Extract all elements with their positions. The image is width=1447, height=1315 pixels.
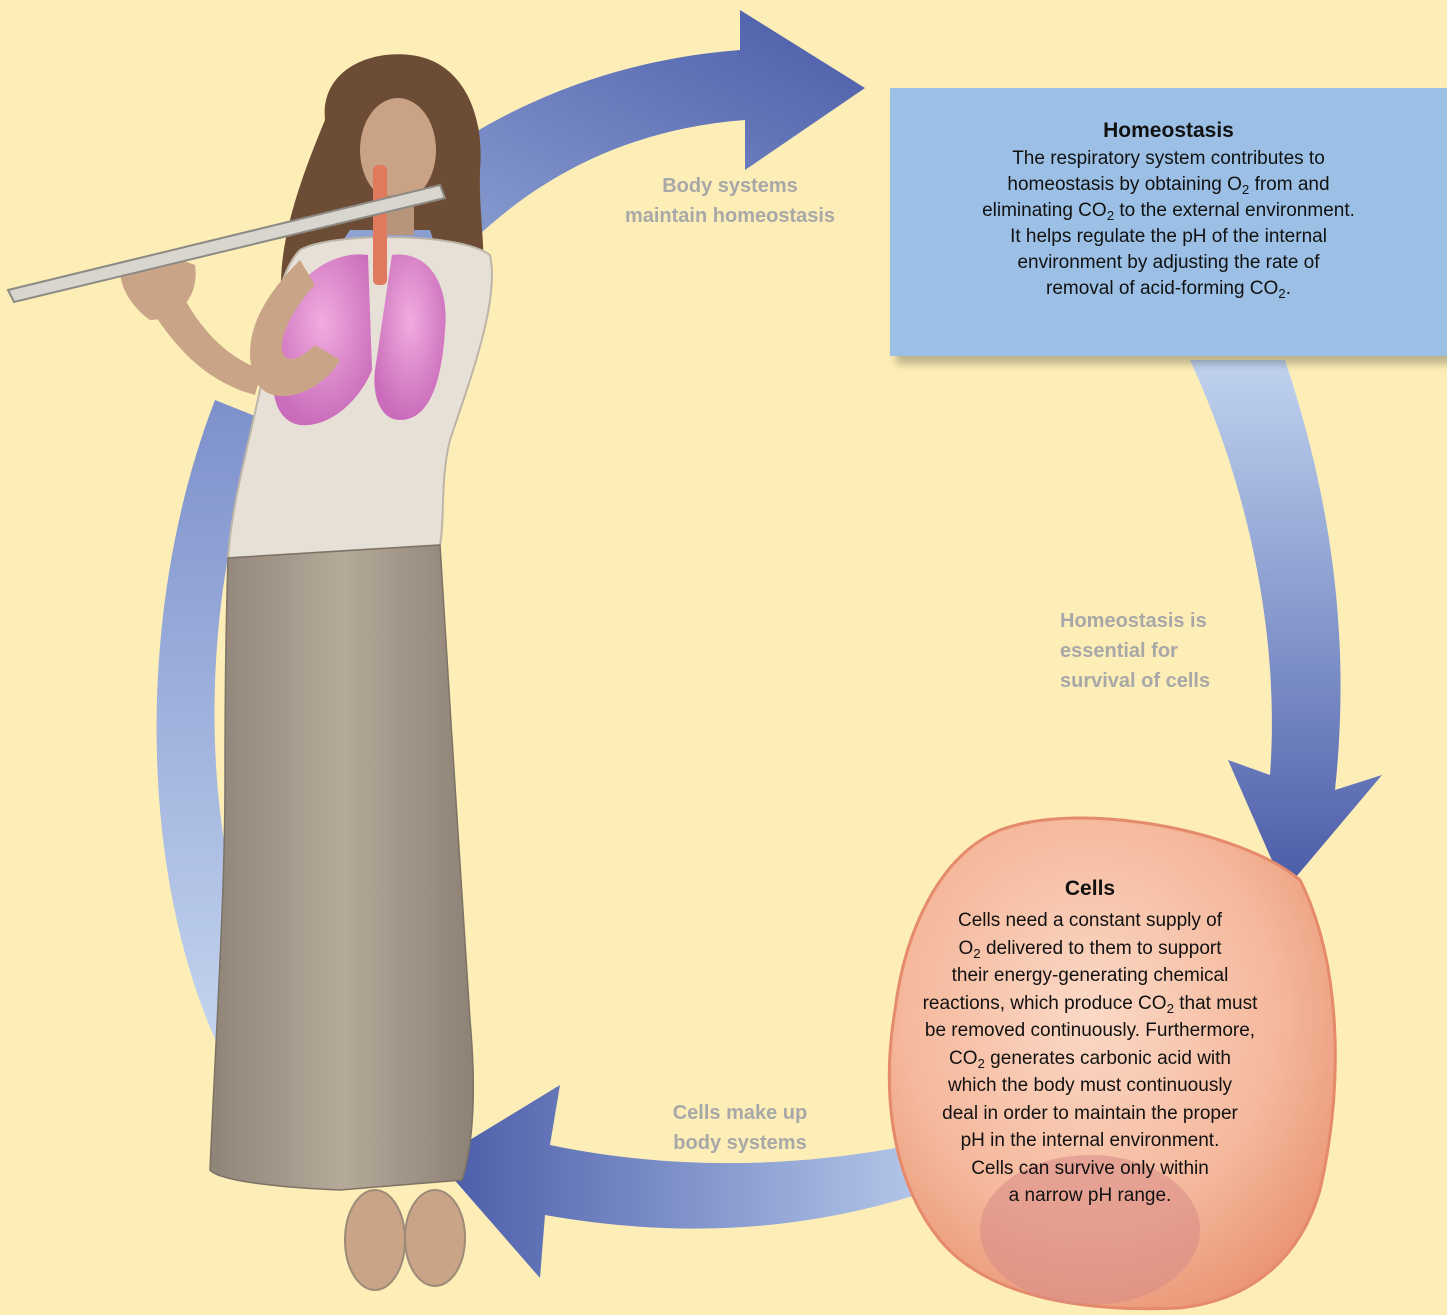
face <box>360 98 436 202</box>
cells-title: Cells <box>1064 877 1116 900</box>
text-line: homeostasis by obtaining O2 from and <box>1007 174 1330 197</box>
text-line: removal of acid-forming CO2. <box>1046 278 1291 301</box>
text-line: pH in the internal environment. <box>960 1130 1220 1151</box>
label-line: Cells make up <box>672 1102 808 1124</box>
label-line: essential for <box>1060 640 1178 662</box>
text-line: which the body must continuously <box>947 1075 1233 1096</box>
text-line: environment by adjusting the rate of <box>1017 252 1320 273</box>
right-foot <box>404 1189 466 1287</box>
label-line: maintain homeostasis <box>624 205 836 227</box>
text-line: eliminating CO2 to the external environm… <box>982 200 1355 223</box>
cell-nucleus <box>980 1155 1200 1305</box>
arrow-bottom <box>437 1085 960 1278</box>
label-cells-make-up-body-systems: Cells make up body systems <box>620 1098 860 1158</box>
text-line: Cells need a constant supply of <box>957 910 1223 931</box>
label-line: survival of cells <box>1060 670 1211 692</box>
arrow-left-arc <box>156 400 285 1070</box>
text-line: a narrow pH range. <box>1008 1185 1172 1206</box>
woman-figure <box>6 54 493 1291</box>
right-arm <box>250 260 340 397</box>
text-line: It helps regulate the pH of the internal <box>1010 226 1327 247</box>
label-line: Body systems <box>662 175 798 197</box>
text-line: The respiratory system contributes to <box>1012 148 1325 169</box>
text-line: Cells can survive only within <box>971 1157 1209 1179</box>
flute-icon <box>6 183 447 304</box>
homeostasis-title: Homeostasis <box>1103 119 1234 142</box>
lungs-icon-right <box>374 254 446 420</box>
cells-description: Cells need a constant supply of O2 deliv… <box>880 907 1300 1210</box>
cell-shape <box>887 816 1337 1311</box>
label-body-systems-maintain-homeostasis: Body systems maintain homeostasis <box>600 171 860 231</box>
label-homeostasis-essential: Homeostasis is essential for survival of… <box>1060 606 1260 696</box>
text-line: O2 delivered to them to support <box>958 937 1222 961</box>
homeostasis-box: Homeostasis The respiratory system contr… <box>890 88 1447 356</box>
text-line: CO2 generates carbonic acid with <box>949 1047 1231 1071</box>
text-line: be removed continuously. Furthermore, <box>924 1020 1256 1041</box>
cells-text: Cells Cells need a constant supply of O2… <box>880 875 1300 1210</box>
homeostasis-description: The respiratory system contributes to ho… <box>890 146 1447 302</box>
skirt <box>209 544 475 1191</box>
text-line: reactions, which produce CO2 that must <box>922 992 1258 1016</box>
label-line: Homeostasis is <box>1060 610 1207 632</box>
text-line: deal in order to maintain the proper <box>942 1102 1238 1124</box>
arrow-right <box>1190 360 1382 890</box>
text-line: their energy-generating chemical <box>951 965 1229 986</box>
left-foot <box>344 1189 406 1291</box>
label-line: body systems <box>673 1132 807 1154</box>
left-arm <box>145 290 262 395</box>
trachea-icon <box>373 165 387 285</box>
